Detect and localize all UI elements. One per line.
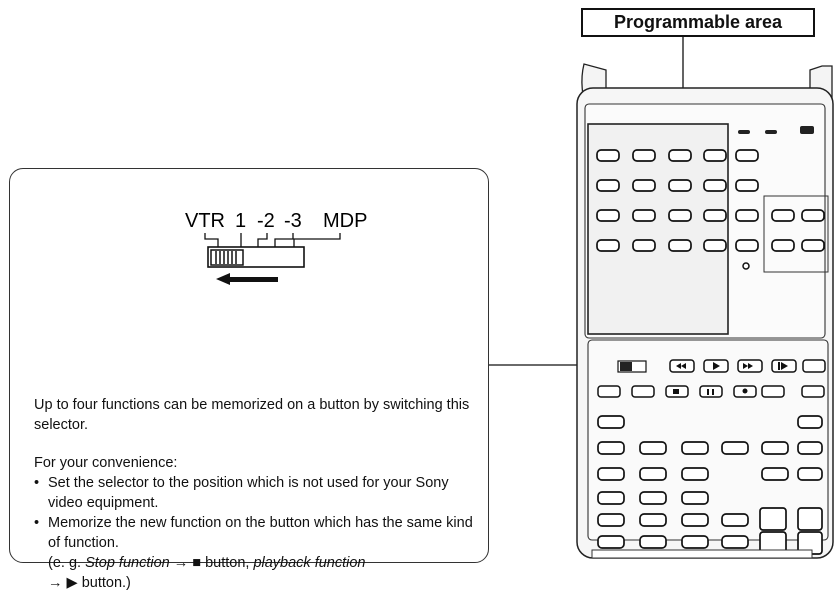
left-arrow-icon <box>216 273 278 285</box>
selector-label-3: -3 <box>284 210 302 232</box>
selector-label-mdp: MDP <box>323 210 367 232</box>
example-arrow-stop: → ■ button, <box>169 555 254 571</box>
selector-label-2: -2 <box>257 210 275 232</box>
panel-text: Up to four functions can be memorized on… <box>34 395 484 593</box>
selector-label-vtr: VTR <box>185 210 225 232</box>
programmable-area-label: Programmable area <box>581 8 815 37</box>
bullet-icon: • <box>34 475 40 491</box>
example-arrow-play: → ▶ button.) <box>48 575 131 591</box>
example-stop: Stop function <box>85 555 170 571</box>
bullet-icon: • <box>34 515 40 531</box>
convenience-heading: For your convenience: <box>34 455 178 471</box>
bullet-text-2: Memorize the new function on the button … <box>48 515 473 551</box>
example-play: playback function <box>253 555 366 571</box>
selector-diagram: VTR 1 -2 -3 MDP <box>185 210 367 285</box>
example-text: (e. g. Stop function → ■ button, playbac… <box>34 553 484 593</box>
example-open: (e. g. <box>48 555 86 571</box>
selector-knob <box>210 249 244 266</box>
remote-illustration <box>489 37 834 559</box>
bullet-text-1: Set the selector to the position which i… <box>48 475 449 511</box>
bullet-item-1: • Set the selector to the position which… <box>34 473 484 513</box>
info-panel: VTR 1 -2 -3 MDP Up to four functions can… <box>9 168 489 591</box>
selector-label-1: 1 <box>235 210 246 232</box>
bullet-item-2: • Memorize the new function on the butto… <box>34 513 484 553</box>
intro-text: Up to four functions can be memorized on… <box>34 397 470 433</box>
